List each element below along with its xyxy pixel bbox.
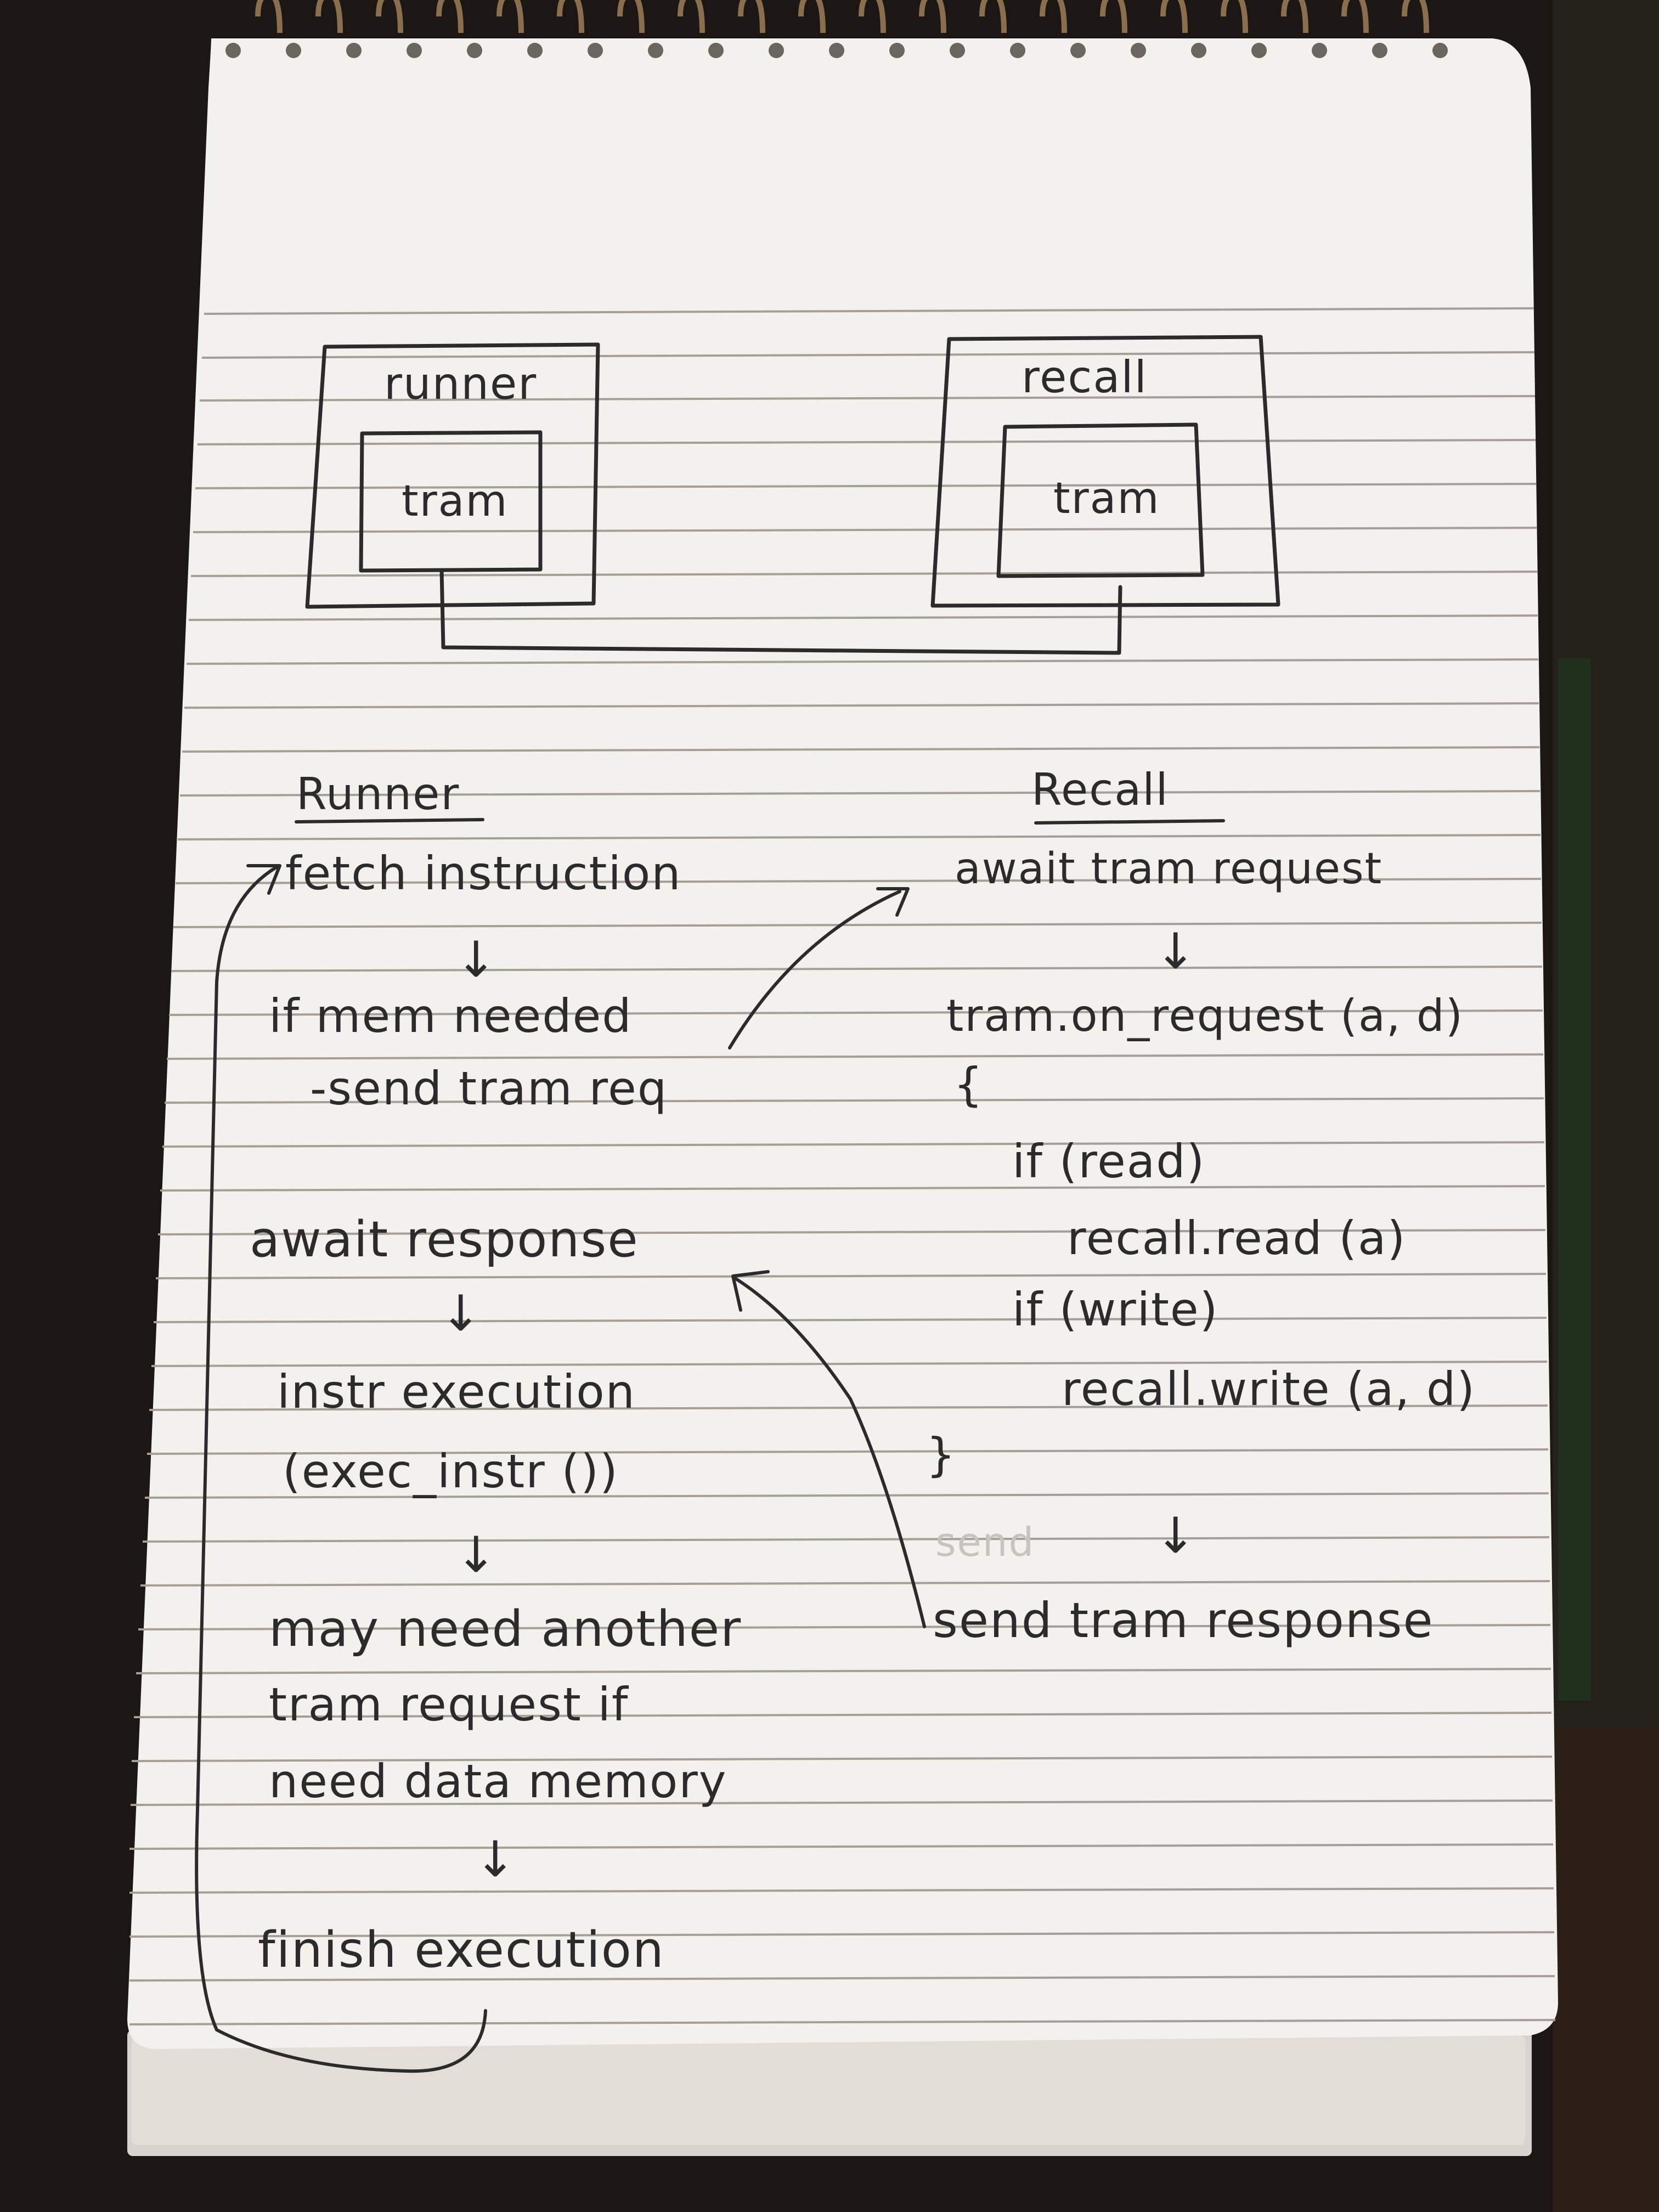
recall-tram-label: tram: [1053, 474, 1160, 523]
runner-heading: Runner: [296, 769, 460, 820]
runner-outer-box: [305, 342, 600, 609]
runner-step-instr-execution: instr execution: [277, 1365, 636, 1419]
runner-step-finish-execution: finish execution: [258, 1921, 665, 1979]
runner-down-arrow-2: ↓: [440, 1285, 483, 1342]
runner-down-arrow-1: ↓: [455, 931, 498, 989]
send-request-arrowhead: [876, 887, 910, 917]
recall-step-if-write: if (write): [1012, 1283, 1219, 1336]
runner-tram-label: tram: [402, 477, 509, 526]
runner-step-fetch-instruction: fetch instruction: [285, 847, 682, 900]
runner-step-await-response: await response: [250, 1211, 639, 1268]
runner-down-arrow-4: ↓: [475, 1831, 517, 1888]
loop-back-arrowhead: [246, 864, 281, 895]
recall-open-brace: {: [953, 1058, 984, 1111]
runner-step-may-need-line2: tram request if: [269, 1678, 629, 1731]
recall-heading-underline: [1034, 819, 1225, 825]
spiral-binding: [255, 0, 1429, 33]
recall-step-await-tram-request: await tram request: [955, 844, 1383, 894]
recall-step-write-call: recall.write (a, d): [1062, 1362, 1476, 1416]
recall-down-arrow-1: ↓: [1155, 923, 1198, 980]
recall-box-label: recall: [1022, 352, 1148, 403]
recall-inner-tram-box: [996, 422, 1205, 578]
recall-step-read-call: recall.read (a): [1067, 1211, 1407, 1265]
send-request-arrow: [728, 890, 901, 1049]
runner-down-arrow-3: ↓: [455, 1526, 498, 1584]
runner-step-if-mem-needed: if mem needed: [269, 989, 633, 1043]
recall-close-brace: }: [926, 1428, 957, 1482]
runner-box-label: runner: [384, 358, 538, 409]
recall-erased-text: send: [935, 1519, 1035, 1565]
ruled-lines: [129, 307, 1556, 2025]
runner-heading-underline: [295, 818, 484, 823]
loop-back-arrow: [195, 865, 487, 2073]
recall-step-send-tram-response: send tram response: [933, 1592, 1434, 1649]
recall-outer-box: [930, 335, 1280, 608]
recall-heading: Recall: [1031, 764, 1169, 815]
recall-down-arrow-2: ↓: [1155, 1507, 1198, 1565]
notebook-page: [127, 38, 1558, 2049]
recall-step-if-read: if (read): [1012, 1135, 1206, 1188]
runner-step-exec-instr-call: (exec_instr ()): [283, 1444, 619, 1498]
runner-step-may-need-line3: need data memory: [269, 1754, 727, 1808]
runner-step-send-tram-req: -send tram req: [310, 1062, 668, 1115]
send-response-arrow: [733, 1277, 926, 1628]
tram-connector-line: [439, 568, 1122, 655]
runner-inner-tram-box: [359, 430, 543, 573]
send-response-arrowhead: [731, 1270, 770, 1312]
runner-step-may-need-line1: may need another: [269, 1600, 742, 1658]
recall-step-on-request: tram.on_request (a, d): [946, 990, 1464, 1041]
